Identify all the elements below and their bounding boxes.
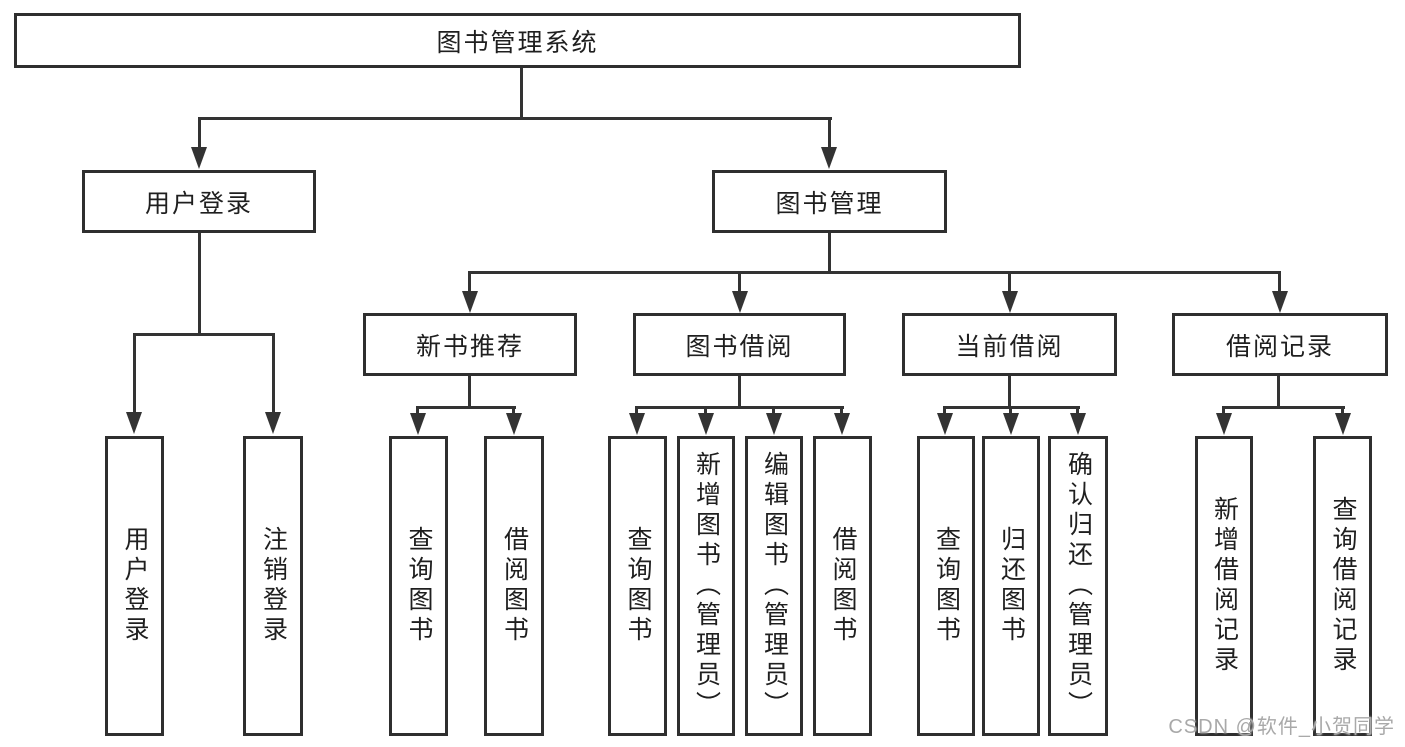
leaf-borrow-books-borrowing: 借阅图书 (813, 436, 872, 736)
leaf-user-login: 用户登录 (105, 436, 164, 736)
connector-line (738, 376, 741, 409)
connector-line (468, 271, 471, 291)
arrow-down-icon (462, 291, 478, 313)
connector-line (772, 406, 775, 414)
leaf-label: 新增借阅记录 (1210, 496, 1239, 676)
leaf-query-borrow-record: 查询借阅记录 (1313, 436, 1372, 736)
connector-line (1341, 406, 1344, 414)
leaf-label: 用户登录 (121, 526, 149, 646)
connector-line (1008, 376, 1011, 409)
connector-line (1076, 406, 1079, 414)
arrow-down-icon (506, 413, 522, 435)
connector-line (198, 117, 832, 120)
leaf-add-borrow-record: 新增借阅记录 (1195, 436, 1253, 736)
connector-line (133, 333, 275, 336)
arrow-down-icon (698, 413, 714, 435)
connector-line (133, 333, 136, 413)
connector-line (828, 233, 831, 274)
arrow-down-icon (1070, 413, 1086, 435)
arrow-down-icon (410, 413, 426, 435)
leaf-label: 查询图书 (405, 526, 433, 646)
csdn-watermark: CSDN @软件_小贺同学 (1168, 716, 1395, 738)
leaf-label: 归还图书 (997, 526, 1026, 646)
arrow-down-icon (821, 147, 837, 169)
leaf-label: 查询图书 (932, 526, 961, 646)
arrow-down-icon (191, 147, 207, 169)
connector-line (704, 406, 707, 414)
connector-line (840, 406, 843, 414)
connector-line (1278, 271, 1281, 291)
connector-line (1277, 376, 1280, 409)
connector-line (1222, 406, 1225, 414)
arrow-down-icon (937, 413, 953, 435)
leaf-label: 查询借阅记录 (1329, 496, 1357, 676)
arrow-down-icon (1216, 413, 1232, 435)
node-user-login: 用户登录 (82, 170, 316, 233)
connector-line (1009, 406, 1012, 414)
node-new-book-recommendation: 新书推荐 (363, 313, 577, 376)
connector-line (635, 406, 844, 409)
connector-line (738, 271, 741, 291)
leaf-query-books-current: 查询图书 (917, 436, 975, 736)
leaf-label: 新增图书（管理员） (692, 451, 721, 721)
arrow-down-icon (1335, 413, 1351, 435)
leaf-logout: 注销登录 (243, 436, 303, 736)
arrow-down-icon (629, 413, 645, 435)
leaf-label: 查询图书 (624, 526, 652, 646)
node-library-management-system: 图书管理系统 (14, 13, 1021, 68)
connector-line (416, 406, 516, 409)
connector-line (198, 233, 201, 336)
leaf-label: 借阅图书 (829, 526, 857, 646)
connector-line (198, 117, 201, 149)
arrow-down-icon (1002, 291, 1018, 313)
connector-line (416, 406, 419, 414)
leaf-return-books: 归还图书 (982, 436, 1040, 736)
arrow-down-icon (265, 412, 281, 434)
leaf-label: 注销登录 (259, 526, 288, 646)
leaf-add-books-admin: 新增图书（管理员） (677, 436, 735, 736)
leaf-label: 确认归还（管理员） (1064, 451, 1093, 721)
arrow-down-icon (732, 291, 748, 313)
arrow-down-icon (834, 413, 850, 435)
connector-line (468, 376, 471, 409)
arrow-down-icon (766, 413, 782, 435)
connector-line (520, 68, 523, 119)
connector-line (943, 406, 946, 414)
connector-line (828, 117, 831, 149)
leaf-edit-books-admin: 编辑图书（管理员） (745, 436, 803, 736)
leaf-query-books-recommend: 查询图书 (389, 436, 448, 736)
leaf-query-books-borrowing: 查询图书 (608, 436, 667, 736)
arrow-down-icon (1272, 291, 1288, 313)
arrow-down-icon (126, 412, 142, 434)
node-book-management: 图书管理 (712, 170, 947, 233)
node-current-borrowing: 当前借阅 (902, 313, 1117, 376)
leaf-borrow-books-recommend: 借阅图书 (484, 436, 544, 736)
node-borrowing-records: 借阅记录 (1172, 313, 1388, 376)
connector-line (272, 333, 275, 413)
leaf-confirm-return-admin: 确认归还（管理员） (1048, 436, 1108, 736)
connector-line (1008, 271, 1011, 291)
arrow-down-icon (1003, 413, 1019, 435)
connector-line (1222, 406, 1345, 409)
leaf-label: 编辑图书（管理员） (760, 451, 789, 721)
connector-line (635, 406, 638, 414)
connector-line (512, 406, 515, 414)
node-book-borrowing: 图书借阅 (633, 313, 846, 376)
leaf-label: 借阅图书 (500, 526, 529, 646)
connector-line (468, 271, 1281, 274)
